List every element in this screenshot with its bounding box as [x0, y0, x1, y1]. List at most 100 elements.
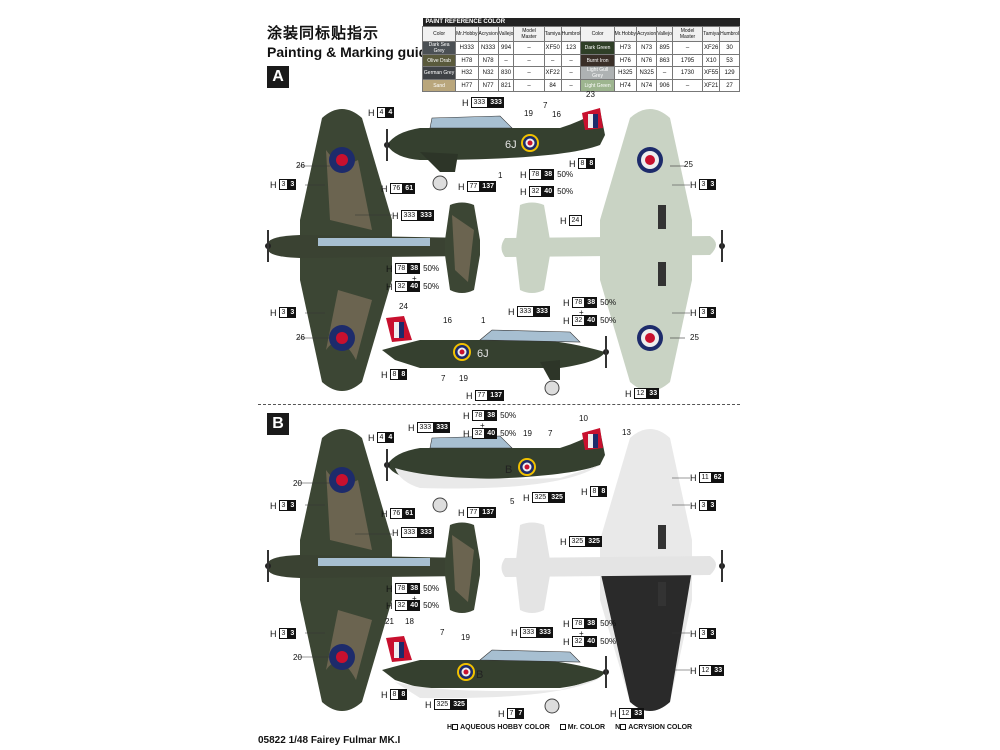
decal-number-8-lower: 7 [441, 374, 446, 383]
decal-number-19: 19 [524, 109, 533, 118]
section-b-badge: B [267, 413, 289, 435]
paint-table-cell: 53 [719, 54, 740, 67]
svg-text:B: B [476, 669, 483, 681]
decal-number-1: 1 [498, 171, 503, 180]
paint-table-header-cell: Mr.Hobby [455, 26, 479, 42]
decal-number-8: 7 [543, 101, 548, 110]
paint-table-cell: Dark Sea Grey [421, 41, 457, 55]
decal-number-7-lower: 7 [440, 628, 445, 637]
paint-table-header-cell: Model Master [671, 26, 704, 42]
decal-number-7-b: 7 [548, 429, 553, 438]
paint-table-cell: N74 [636, 79, 658, 92]
decal-number-20-bottom: 20 [293, 653, 302, 662]
paint-table-cell: Dark Green [580, 41, 615, 55]
decal-number-5: 5 [510, 497, 515, 506]
svg-text:6J: 6J [505, 139, 517, 151]
paint-table-header-cell: Color [421, 26, 457, 42]
paint-table-cell: Light Green [580, 79, 615, 92]
legend-aqueous-swatch [452, 724, 459, 730]
paint-table-cell: German Grey [421, 66, 457, 80]
decal-number-25-top: 25 [684, 160, 693, 169]
section-divider [258, 404, 740, 405]
decal-number-23: 23 [586, 90, 595, 99]
paint-table-cell: N76 [636, 54, 658, 67]
plus-a-top: + [412, 274, 417, 283]
decal-number-26-bottom: 26 [296, 333, 305, 342]
legend-mr-color: Mr. COLOR [559, 724, 605, 731]
plus-b-upper: + [480, 421, 485, 430]
decal-number-19-lower: 19 [459, 374, 468, 383]
decal-number-19-b-lower: 19 [461, 633, 470, 642]
footer-product-code: 05822 1/48 Fairey Fulmar MK.I [258, 735, 401, 746]
paint-table-header-cell: Humbrol [719, 26, 740, 42]
paint-table-title: PAINT REFERENCE COLOR [422, 18, 740, 27]
decal-number-13: 13 [622, 428, 631, 437]
aircraft-a-side-view-upper: 6J [384, 108, 605, 191]
title-chinese: 涂装同标贴指示 [267, 25, 380, 42]
decal-number-19-b: 19 [523, 429, 532, 438]
paint-table-cell: Sand [421, 79, 457, 92]
decal-number-20-top: 20 [293, 479, 302, 488]
paint-table-cell: N77 [477, 79, 499, 92]
paint-table-header-cell: Mr.Hobby [613, 26, 638, 42]
aircraft-a-side-view-lower: 6J [382, 316, 609, 396]
plus-a-lower: + [579, 308, 584, 317]
aircraft-b-side-view-upper: B [384, 428, 605, 513]
decal-number-1-lower: 1 [481, 316, 486, 325]
aircraft-b-top-view [265, 429, 480, 711]
decal-number-25-bottom: 25 [690, 333, 699, 342]
paint-table-cell: – [513, 79, 545, 92]
decal-number-24: 24 [399, 302, 408, 311]
aircraft-a-top-view [265, 109, 480, 391]
paint-table-cell: Light Gull Grey [580, 66, 615, 80]
leader-lines [297, 165, 690, 671]
aircraft-a-bottom-view [501, 109, 725, 391]
legend-acrysion-swatch [620, 724, 627, 730]
paint-table-cell: – [671, 79, 704, 92]
aircraft-b-side-view-lower: B [382, 636, 609, 714]
paint-table-header-cell: Vallejo [497, 26, 515, 42]
paint-table-cell: N333 [477, 41, 499, 55]
section-a-badge: A [267, 66, 289, 88]
